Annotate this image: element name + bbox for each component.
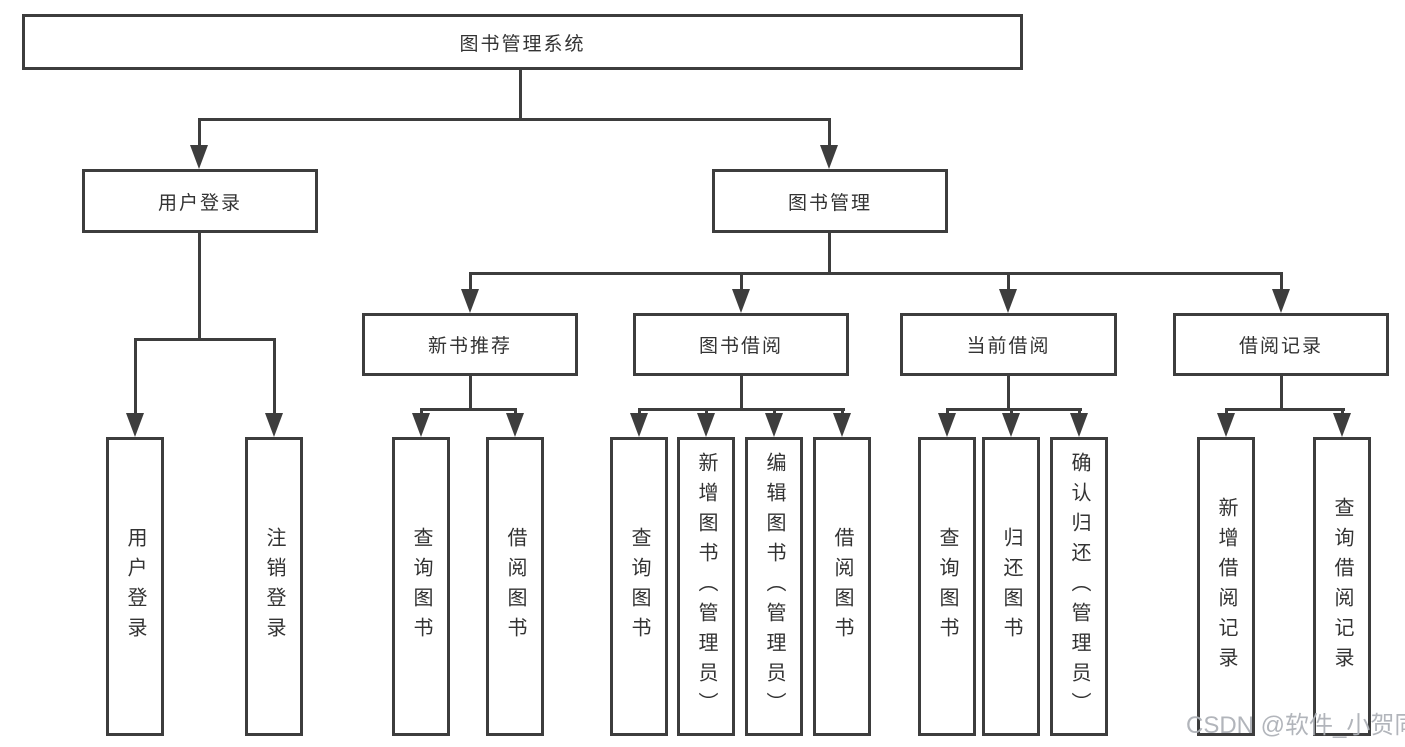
leaf-label: 新增图书（管理员） [695, 451, 717, 722]
node-system-root: 图书管理系统 [22, 14, 1023, 70]
connector-vline [740, 272, 743, 294]
node-label: 图书管理系统 [459, 33, 586, 55]
arrow-down-icon [412, 413, 430, 437]
connector-vline [469, 376, 472, 411]
arrow-down-icon [265, 413, 283, 437]
leaf-label: 注销登录 [263, 526, 285, 647]
arrow-down-icon [126, 413, 144, 437]
leaf-query-borrow-record: 查询借阅记录 [1313, 437, 1371, 736]
leaf-query-books-borrowing: 查询图书 [610, 437, 668, 736]
leaf-label: 用户登录 [124, 526, 146, 647]
arrow-down-icon [697, 413, 715, 437]
node-label: 借阅记录 [1238, 336, 1323, 357]
arrow-down-icon [506, 413, 524, 437]
connector-vline [1007, 272, 1010, 294]
arrow-down-icon [630, 413, 648, 437]
leaf-label: 新增借阅记录 [1215, 496, 1237, 677]
node-current-borrowing: 当前借阅 [900, 313, 1117, 376]
leaf-query-books-current: 查询图书 [918, 437, 976, 736]
leaf-label: 借阅图书 [831, 526, 853, 647]
leaf-label: 借阅图书 [504, 526, 526, 647]
connector-vline [1007, 376, 1010, 411]
node-new-book-recommend: 新书推荐 [362, 313, 578, 376]
leaf-label: 确认归还（管理员） [1068, 451, 1090, 722]
arrow-down-icon [1002, 413, 1020, 437]
leaf-add-books-admin: 新增图书（管理员） [677, 437, 735, 736]
node-user-login: 用户登录 [82, 169, 318, 233]
leaf-logout: 注销登录 [245, 437, 303, 736]
connector-hline [420, 408, 517, 411]
node-label: 图书借阅 [698, 336, 783, 357]
arrow-down-icon [1217, 413, 1235, 437]
arrow-down-icon [461, 289, 479, 313]
connector-vline [1280, 272, 1283, 294]
leaf-label: 查询图书 [628, 526, 650, 647]
connector-vline [273, 338, 276, 418]
arrow-down-icon [1272, 289, 1290, 313]
connector-hline [198, 118, 831, 121]
node-borrowing-records: 借阅记录 [1173, 313, 1389, 376]
arrow-down-icon [938, 413, 956, 437]
connector-vline [469, 272, 472, 294]
arrow-down-icon [820, 145, 838, 169]
arrow-down-icon [190, 145, 208, 169]
connector-vline [198, 118, 201, 150]
node-label: 当前借阅 [966, 336, 1051, 357]
leaf-label: 编辑图书（管理员） [763, 451, 785, 722]
arrow-down-icon [732, 289, 750, 313]
leaf-label: 归还图书 [1000, 526, 1022, 647]
connector-vline [828, 118, 831, 150]
csdn-watermark: CSDN @软件_小贺同学 [1186, 712, 1405, 739]
leaf-borrow-books: 借阅图书 [813, 437, 871, 736]
arrow-down-icon [765, 413, 783, 437]
leaf-user-login: 用户登录 [106, 437, 164, 736]
connector-hline [134, 338, 276, 341]
leaf-confirm-return-admin: 确认归还（管理员） [1050, 437, 1108, 736]
connector-vline [1280, 376, 1283, 411]
node-label: 图书管理 [787, 192, 872, 214]
connector-vline [740, 376, 743, 411]
arrow-down-icon [999, 289, 1017, 313]
connector-vline [828, 233, 831, 275]
leaf-return-books: 归还图书 [982, 437, 1040, 736]
leaf-label: 查询借阅记录 [1331, 496, 1353, 677]
leaf-label: 查询图书 [936, 526, 958, 647]
leaf-label: 查询图书 [410, 526, 432, 647]
node-label: 用户登录 [157, 192, 242, 214]
node-label: 新书推荐 [427, 336, 512, 357]
arrow-down-icon [1070, 413, 1088, 437]
leaf-query-books-recommend: 查询图书 [392, 437, 450, 736]
connector-vline [134, 338, 137, 418]
arrow-down-icon [833, 413, 851, 437]
connector-hline [638, 408, 845, 411]
connector-vline [198, 233, 201, 341]
node-book-borrowing: 图书借阅 [633, 313, 849, 376]
connector-vline [519, 69, 522, 121]
arrow-down-icon [1333, 413, 1351, 437]
node-book-management: 图书管理 [712, 169, 948, 233]
leaf-add-borrow-record: 新增借阅记录 [1197, 437, 1255, 736]
leaf-borrow-books-recommend: 借阅图书 [486, 437, 544, 736]
connector-hline [946, 408, 1082, 411]
connector-hline [1225, 408, 1345, 411]
leaf-edit-books-admin: 编辑图书（管理员） [745, 437, 803, 736]
connector-hline [469, 272, 1283, 275]
